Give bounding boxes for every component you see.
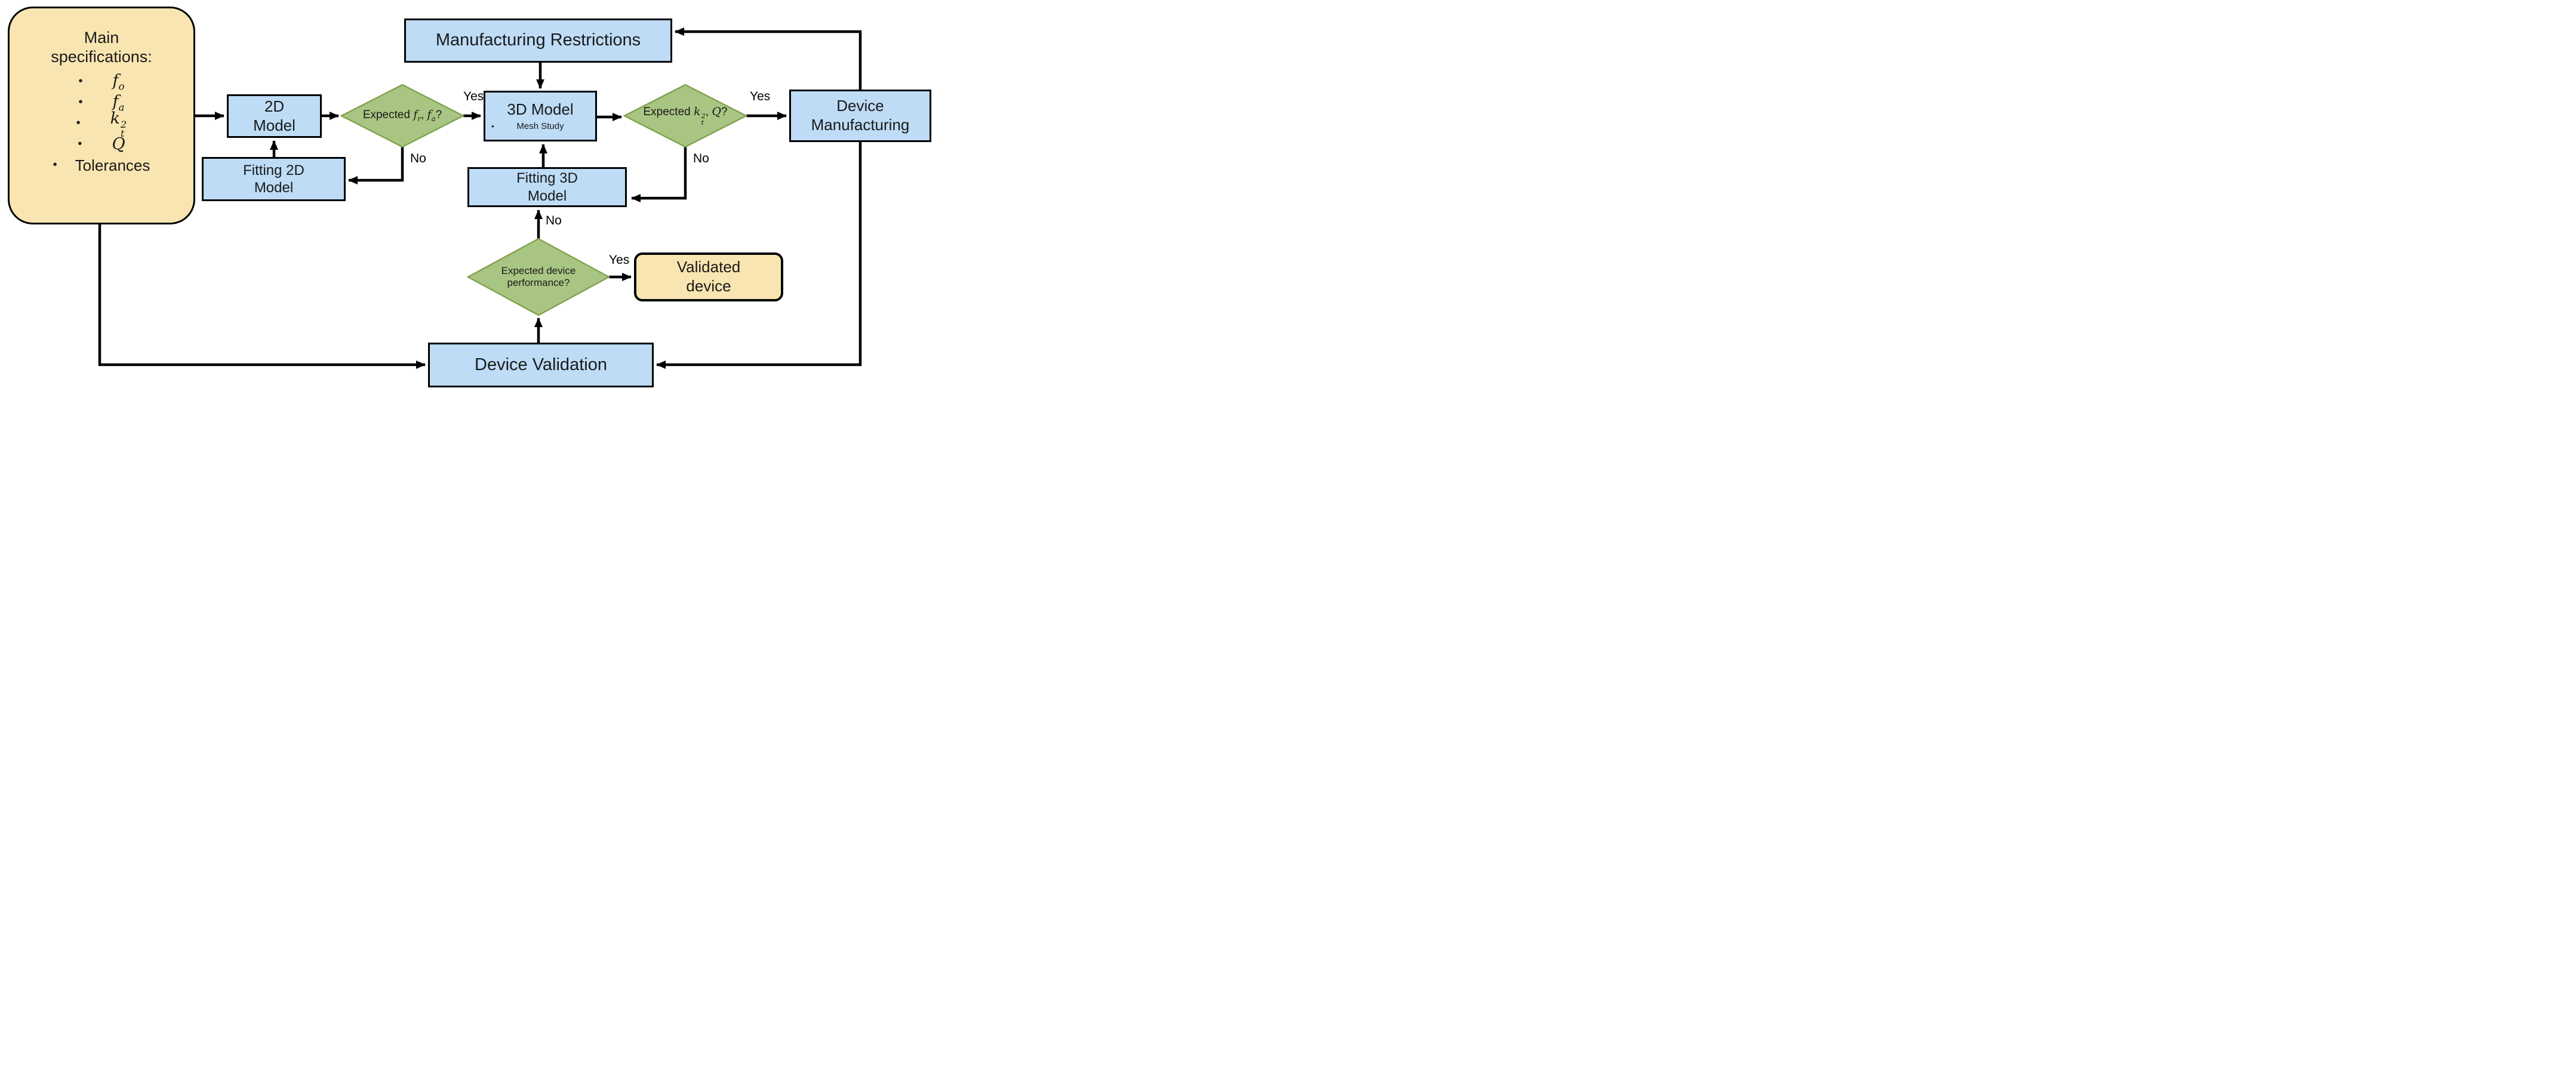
decision-fr-fa-diamond [340,84,465,148]
device-manufacturing-label-line1: Device [836,97,884,115]
device-manufacturing-label-line2: Manufacturing [811,116,910,134]
fitting-2d-label-line1: Fitting 2D [243,162,304,178]
main-specifications-title-line2: specifications: [51,47,152,66]
edge-label-yes-fr-fa: Yes [463,90,484,103]
manufacturing-restrictions-box: Manufacturing Restrictions [404,19,672,63]
device-validation-label: Device Validation [475,355,607,374]
model-2d-label-line2: Model [253,116,296,134]
spec-item-tolerances: • Tolerances [53,155,150,176]
fo-base: f [112,71,119,90]
model-3d-subitem-label: Mesh Study [516,121,564,132]
decision-performance-diamond [466,238,611,316]
bullet-icon: • [491,122,494,131]
arrow-manufacturing-to-validation [656,142,862,369]
manufacturing-restrictions-label: Manufacturing Restrictions [435,30,641,50]
tolerances-label: Tolerances [75,156,150,174]
fo-sub: o [118,80,125,93]
fa-base: f [112,92,119,111]
model-2d-box: 2D Model [227,94,322,138]
fa-sub: a [118,101,125,113]
fitting-2d-label-line2: Model [254,180,294,196]
model-3d-title: 3D Model [507,100,574,118]
arrow-specs-to-validation [98,224,426,369]
fitting-2d-model-box: Fitting 2D Model [202,157,346,201]
fitting-3d-label-line1: Fitting 3D [516,170,578,187]
device-manufacturing-box: Device Manufacturing [789,90,931,142]
device-validation-box: Device Validation [428,343,654,387]
connector-layer [98,27,862,369]
spec-item-fa: • fa [79,93,125,113]
decision-kt-q-diamond [623,84,748,148]
validated-device-label-line2: device [686,277,731,295]
arrow-manufacturing-to-restrictions [675,27,862,90]
model-3d-subitem-row: • Mesh Study [485,121,595,132]
spec-item-fo: • fo [78,72,124,93]
bullet-icon: • [78,137,82,151]
kt-sub: t [121,128,125,140]
q-base: Q [112,135,125,154]
edge-label-yes-performance: Yes [609,253,630,267]
bullet-icon: • [78,75,83,88]
edge-label-no-fr-fa: No [410,152,426,165]
kt-sup: 2 [121,118,127,130]
model-3d-box: 3D Model • Mesh Study [484,91,597,141]
edge-label-no-kt-q: No [693,152,709,165]
edge-label-yes-kt-q: Yes [750,90,771,103]
arrow-decision1-no-to-fitting2d [348,147,404,184]
fitting-3d-model-box: Fitting 3D Model [467,167,627,207]
bullet-icon: • [78,96,83,109]
validated-device-label-line1: Validated [676,258,741,276]
bullet-icon: • [53,158,57,172]
validated-device-box: Validated device [634,252,783,301]
spec-item-q: • Q [78,134,125,155]
main-specifications-title-line1: Main [84,29,119,47]
edge-label-no-performance: No [546,214,562,227]
kt-base: k [110,109,121,128]
bullet-icon: • [76,116,81,130]
arrow-decision2-no-to-fitting3d [631,147,687,202]
model-2d-label-line1: 2D [264,97,285,115]
fitting-3d-label-line2: Model [527,187,567,204]
